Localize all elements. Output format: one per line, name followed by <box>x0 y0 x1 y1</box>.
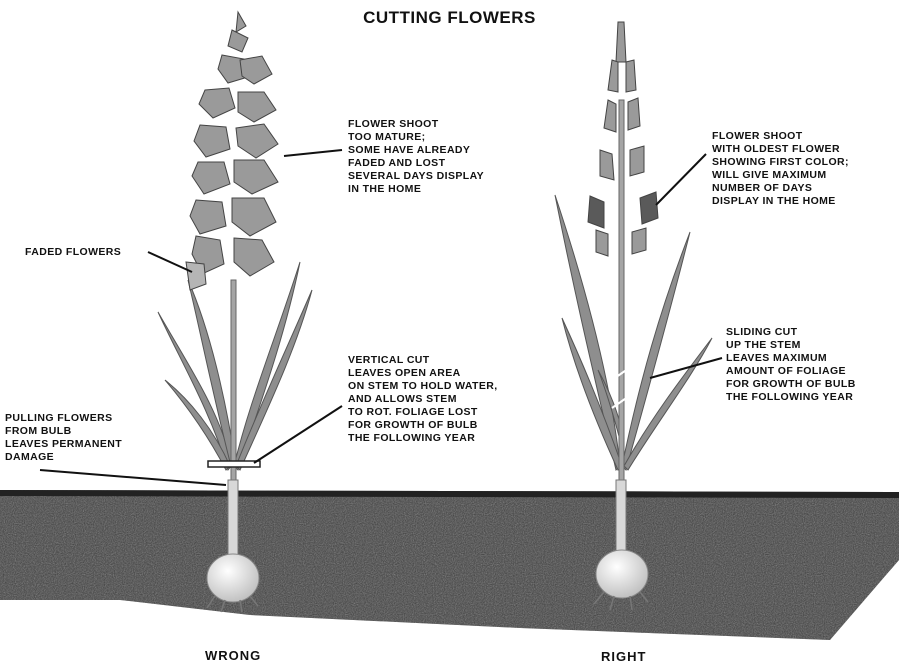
label-flower-shoot-too-mature: FLOWER SHOOT TOO MATURE; SOME HAVE ALREA… <box>348 118 484 196</box>
wrong-plant-flower-spike <box>186 12 278 290</box>
caption-right: RIGHT <box>601 649 646 664</box>
label-flower-shoot-first-color: FLOWER SHOOT WITH OLDEST FLOWER SHOWING … <box>712 130 849 208</box>
label-faded-flowers: FADED FLOWERS <box>25 246 121 259</box>
label-vertical-cut: VERTICAL CUT LEAVES OPEN AREA ON STEM TO… <box>348 354 498 445</box>
label-pulling-flowers: PULLING FLOWERS FROM BULB LEAVES PERMANE… <box>5 412 122 464</box>
caption-wrong: WRONG <box>205 648 261 663</box>
leader-pulling-flowers <box>40 470 226 485</box>
leader-too-mature <box>284 150 342 156</box>
label-sliding-cut: SLIDING CUT UP THE STEM LEAVES MAXIMUM A… <box>726 326 856 404</box>
wrong-cut-mark <box>208 461 260 467</box>
leader-vertical-cut <box>254 406 342 463</box>
page-title: CUTTING FLOWERS <box>0 8 899 28</box>
soil-area <box>0 490 899 640</box>
leader-first-color <box>656 154 706 205</box>
leader-faded-flowers <box>148 252 192 272</box>
